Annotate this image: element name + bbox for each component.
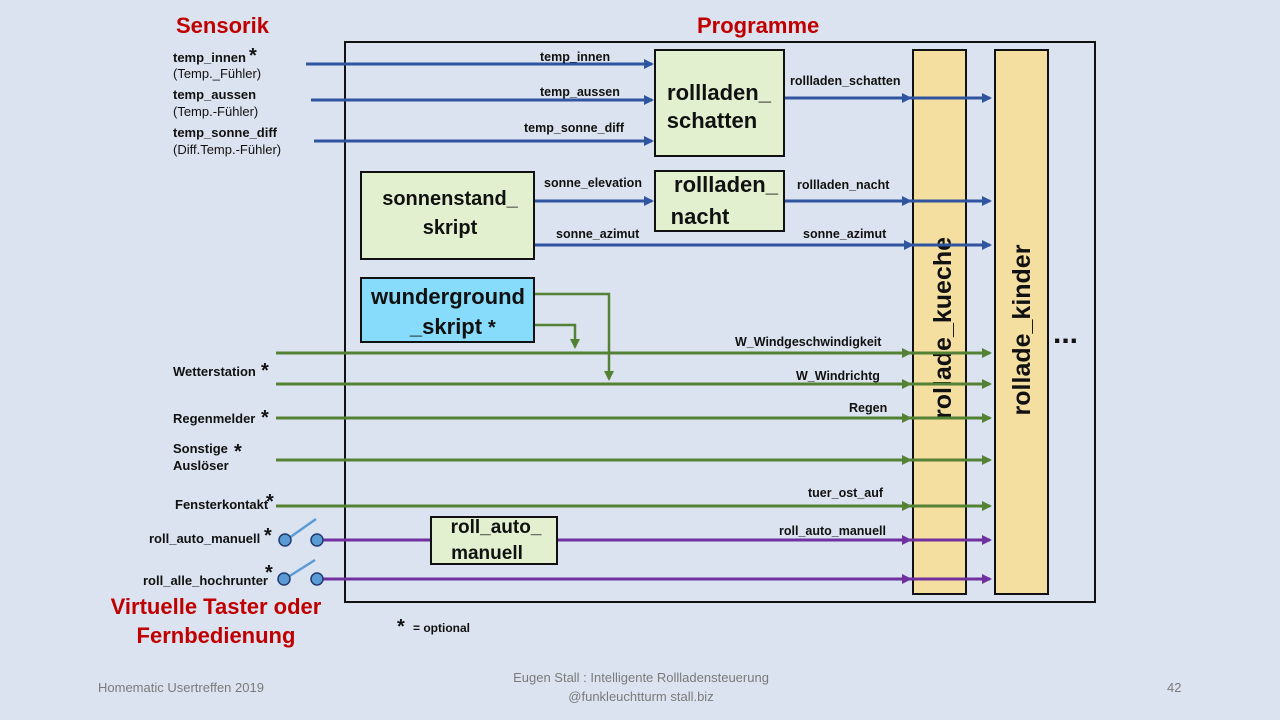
footer-left: Homematic Usertreffen 2019: [98, 680, 264, 695]
input-temp-innen-label: temp_innen: [173, 50, 246, 65]
signal-temp-sonne-diff: temp_sonne_diff: [524, 121, 625, 135]
program-nacht-line1: rollladen_: [674, 172, 779, 197]
input-roll-auto-manuell: roll_auto_manuell: [149, 531, 260, 546]
signal-rollladen-nacht: rollladen_nacht: [797, 178, 890, 192]
program-rollladen-schatten: [654, 49, 785, 157]
signal-rollladen-schatten: rollladen_schatten: [790, 74, 900, 88]
program-wunderground-line1: wunderground: [370, 284, 525, 309]
input-wetterstation: Wetterstation: [173, 364, 256, 379]
optional-star-wunderground: *: [488, 317, 496, 339]
signal-sonne-azimut-left: sonne_azimut: [556, 227, 640, 241]
actuator-rollade-kinder: [994, 49, 1049, 595]
input-temp-aussen-sub: (Temp.-Fühler): [173, 104, 258, 119]
footer-center-line1: Eugen Stall : Intelligente Rollladensteu…: [513, 670, 769, 685]
input-fensterkontakt: Fensterkontakt: [175, 497, 269, 512]
program-wunderground-line2: _skript: [409, 314, 483, 339]
footer-center-line2: @funkleuchtturm stall.biz: [568, 689, 713, 704]
switch-roll-alle-hochrunter-icon: [277, 558, 324, 586]
optional-star-sonstige: *: [234, 441, 242, 463]
footer-page-number: 42: [1167, 680, 1181, 695]
input-regenmelder: Regenmelder: [173, 411, 255, 426]
signal-roll-auto-manuell: roll_auto_manuell: [779, 524, 886, 538]
actuator-kinder-label: rollade_kinder: [1008, 244, 1036, 415]
sensorik-title: Sensorik: [176, 13, 270, 38]
signal-sonne-elevation: sonne_elevation: [544, 176, 642, 190]
optional-star-wetterstation: *: [261, 360, 269, 382]
line-wunderground-windgeschw: [535, 323, 580, 349]
input-temp-aussen-label: temp_aussen: [173, 87, 256, 102]
program-rollladen-nacht: [654, 170, 785, 232]
signal-regen: Regen: [849, 401, 887, 415]
optional-star-roll-auto-manuell: *: [264, 525, 272, 547]
program-roll-auto-manuell: [430, 516, 558, 565]
actuator-rollade-kueche: [912, 49, 967, 595]
program-schatten-line2: schatten: [667, 108, 757, 133]
signal-w-windgeschwindigkeit: W_Windgeschwindigkeit: [735, 335, 882, 349]
input-temp-sonne-diff-sub: (Diff.Temp.-Fühler): [173, 142, 281, 157]
signal-w-windrichtg: W_Windrichtg: [796, 369, 880, 383]
program-sonnenstand-line2: skript: [423, 217, 478, 239]
more-actuators-ellipsis: ...: [1053, 317, 1078, 350]
program-sonnenstand-line1: sonnenstand_: [382, 188, 518, 210]
input-sonstige-line1: Sonstige: [173, 441, 228, 456]
legend-star: *: [397, 616, 405, 638]
program-roll-auto-line1: roll_auto_: [451, 517, 542, 538]
optional-star-roll-alle-hochrunter: *: [265, 562, 273, 584]
optional-star-temp-innen: *: [249, 45, 257, 67]
optional-star-fensterkontakt: *: [266, 491, 274, 513]
signal-tuer-ost-auf: tuer_ost_auf: [808, 486, 884, 500]
legend-optional-text: = optional: [413, 621, 470, 635]
program-wunderground-skript: [360, 277, 535, 343]
program-roll-auto-line2: manuell: [451, 543, 523, 564]
programme-title: Programme: [697, 13, 819, 38]
virtuelle-title-line2: Fernbedienung: [137, 623, 296, 648]
signal-temp-innen: temp_innen: [540, 50, 610, 64]
switch-roll-auto-manuell-icon: [278, 517, 324, 547]
virtuelle-title-line1: Virtuelle Taster oder: [111, 594, 322, 619]
input-sonstige-line2: Auslöser: [173, 458, 229, 473]
input-temp-innen-sub: (Temp._Fühler): [173, 66, 261, 81]
actuator-kueche-label: rollade_kueche: [929, 237, 957, 419]
input-temp-sonne-diff-label: temp_sonne_diff: [173, 125, 278, 140]
optional-star-regenmelder: *: [261, 407, 269, 429]
line-wunderground-windrichtg: [535, 292, 614, 381]
program-sonnenstand-skript: [360, 171, 535, 260]
signal-sonne-azimut-right: sonne_azimut: [803, 227, 887, 241]
input-roll-alle-hochrunter: roll_alle_hochrunter: [143, 573, 268, 588]
program-schatten-line1: rollladen_: [667, 80, 772, 105]
signal-temp-aussen: temp_aussen: [540, 85, 620, 99]
program-nacht-line2: nacht: [671, 204, 730, 229]
